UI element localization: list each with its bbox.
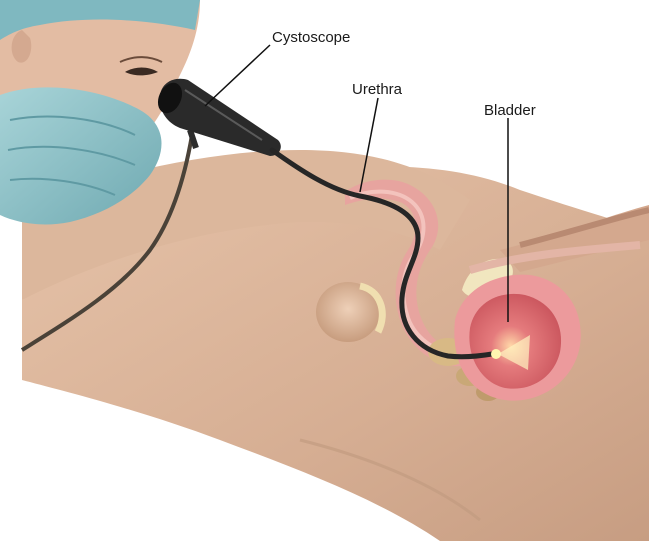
urethra-label: Urethra <box>352 81 403 98</box>
cystoscope-label: Cystoscope <box>272 29 350 46</box>
cystoscope-leader <box>205 45 270 106</box>
bladder-label: Bladder <box>484 102 536 119</box>
cystoscope-instrument <box>153 79 281 156</box>
bladder-lumen <box>469 294 561 389</box>
